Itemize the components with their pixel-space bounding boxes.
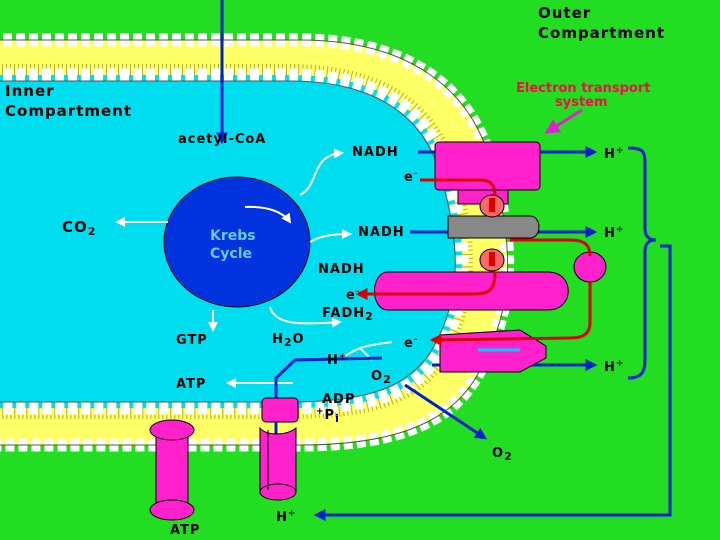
outer-compartment-label-2: Compartment — [538, 24, 666, 42]
adp-label: ADP — [322, 392, 356, 407]
nadh-label-1: NADH — [352, 145, 399, 160]
h-plus-label-3: H+ — [604, 359, 625, 375]
inner-compartment-label-2: Compartment — [5, 102, 133, 120]
inner-compartment-label: Inner — [5, 82, 55, 100]
o2-outer-label: O2 — [492, 446, 513, 463]
proton-bracket — [627, 146, 657, 380]
h-plus-label-1: H+ — [604, 146, 625, 162]
cycle-label: Cycle — [210, 246, 252, 262]
atp-bottom-label: ATP — [170, 523, 201, 538]
krebs-label: Krebs — [210, 228, 256, 244]
pi-label: +Pi — [316, 407, 340, 425]
h-plus-label-inner: H+ — [327, 352, 348, 368]
gtp-label: GTP — [176, 333, 208, 348]
electron-path — [355, 178, 592, 346]
ets-label-2: system — [555, 95, 608, 110]
acetyl-coa-label: acetyl-CoA — [178, 132, 267, 147]
h-plus-label-2: H+ — [604, 225, 625, 241]
o2-inner-label: O2 — [371, 369, 392, 386]
electron-label-3: e- — [404, 335, 419, 351]
atp-inner-label: ATP — [176, 377, 207, 392]
atp-synthase — [149, 397, 299, 521]
h2o-label: H2O — [272, 332, 305, 349]
outer-compartment-label: Outer — [538, 4, 592, 22]
electron-label-2: e- — [346, 287, 361, 303]
nadh-label-3: NADH — [318, 262, 365, 277]
ets-pointer — [544, 108, 583, 134]
co2-label: CO2 — [62, 218, 97, 238]
h-plus-label-bottom: H+ — [276, 509, 297, 525]
ets-label: Electron transport — [516, 81, 651, 96]
fadh2-label: FADH2 — [322, 306, 374, 323]
krebs-cycle-arrow — [244, 205, 292, 224]
electron-label-1: e- — [404, 169, 419, 185]
nadh-label-2: NADH — [358, 225, 405, 240]
